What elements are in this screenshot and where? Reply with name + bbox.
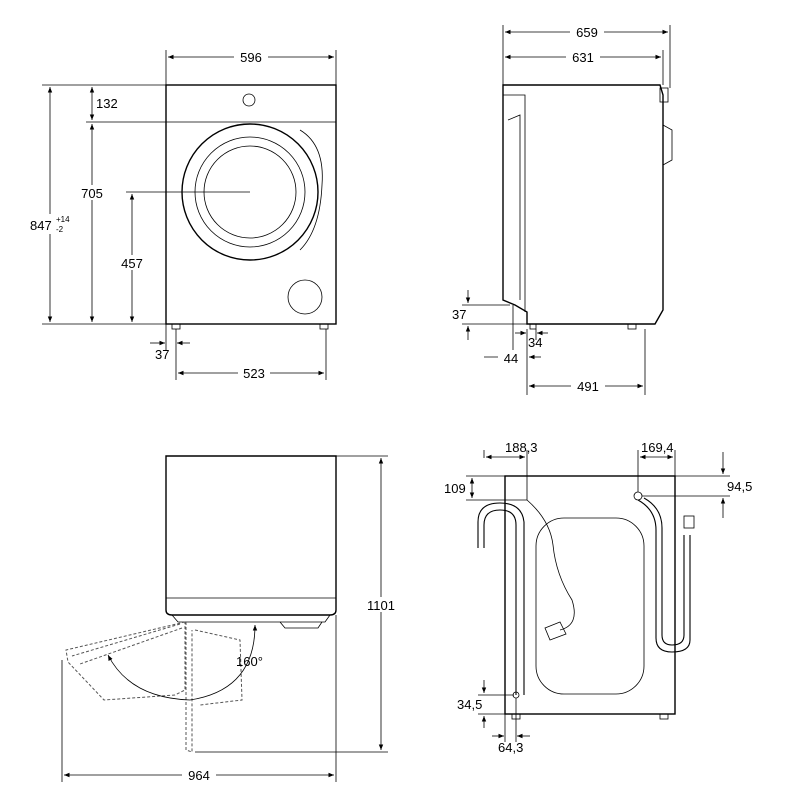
power-cable xyxy=(526,499,575,631)
door-handle xyxy=(299,129,323,251)
side-door-handle xyxy=(662,124,673,166)
door-angle-label: 160° xyxy=(236,654,263,669)
foot-depth-label: 491 xyxy=(577,379,599,394)
side-foot-front xyxy=(627,323,637,330)
rear-top-left-label: 109 xyxy=(444,481,466,496)
inlet-connector xyxy=(683,515,695,529)
top-panel-label: 132 xyxy=(96,96,118,111)
top-body xyxy=(165,455,337,616)
side-body xyxy=(502,84,664,325)
total-height-label: 847 xyxy=(30,218,52,233)
top-door-hinge xyxy=(171,614,331,623)
rear-view: 188,3 169,4 109 94,5 34,5 64,3 xyxy=(444,440,752,755)
top-door-handle xyxy=(279,621,323,629)
rear-top-right-label: 94,5 xyxy=(727,479,752,494)
rear-drop-label: 37 xyxy=(452,307,466,322)
depth-body-label: 631 xyxy=(572,50,594,65)
height-tolerance-down: -2 xyxy=(56,225,64,234)
rear-right-offset-label: 169,4 xyxy=(641,440,674,455)
side-rear-panel xyxy=(503,94,526,312)
front-foot-right xyxy=(319,323,329,330)
side-rear-bulge xyxy=(507,114,521,300)
side-knob xyxy=(659,87,669,103)
front-body xyxy=(165,84,337,325)
rear-foot-right xyxy=(659,713,669,720)
total-depth-open-label: 964 xyxy=(188,768,210,783)
side-view: 659 631 37 34 44 491 xyxy=(452,24,673,395)
door-angle-arc xyxy=(107,624,258,701)
rear-bottom-offset-label: 64,3 xyxy=(498,740,523,755)
door-open-view: 160° 1101 964 xyxy=(61,455,400,783)
door-swing-outline xyxy=(65,621,186,701)
floor-to-center-label: 457 xyxy=(121,256,143,271)
rear-offset-label: 44 xyxy=(504,351,518,366)
inlet-hose xyxy=(637,499,691,653)
feet-span-label: 523 xyxy=(243,366,265,381)
depth-total-label: 659 xyxy=(576,25,598,40)
foot-offset-label: 37 xyxy=(155,347,169,362)
front-width-label: 596 xyxy=(240,50,262,65)
program-knob-icon xyxy=(242,93,256,107)
rear-access-panel xyxy=(535,517,645,695)
foot-inset-label: 34 xyxy=(528,335,542,350)
filter-cover xyxy=(287,279,323,315)
front-view: 596 132 705 847 +14 -2 457 37 523 xyxy=(28,49,337,381)
power-plug-icon xyxy=(544,621,567,641)
total-height-open-label: 1101 xyxy=(367,598,395,613)
rear-left-offset-label: 188,3 xyxy=(505,440,538,455)
door-center-label: 705 xyxy=(81,186,103,201)
drain-hose xyxy=(483,509,517,695)
side-foot-rear xyxy=(529,323,537,330)
front-foot-left xyxy=(171,323,181,330)
rear-bottom-height-label: 34,5 xyxy=(457,697,482,712)
rear-body xyxy=(504,475,676,715)
door-swing-90 xyxy=(185,622,193,753)
height-tolerance-up: +14 xyxy=(56,215,70,224)
